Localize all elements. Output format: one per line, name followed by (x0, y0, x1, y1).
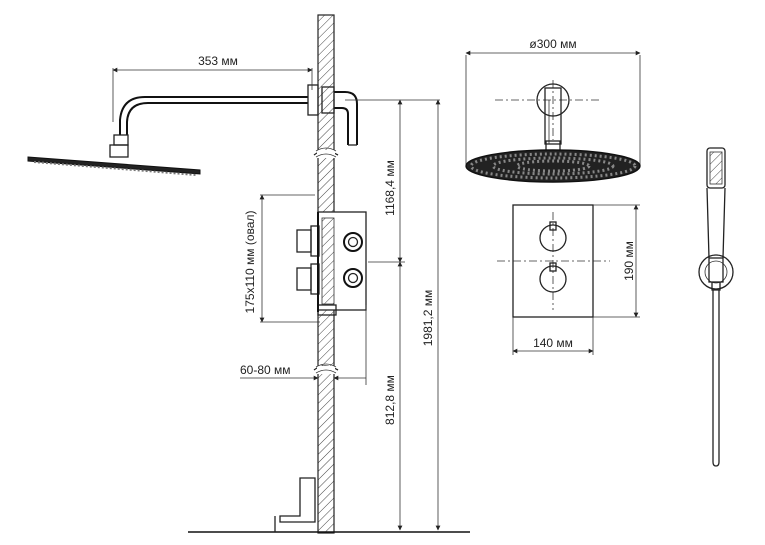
wall-depth-label: 60-80 мм (240, 363, 291, 377)
hand-shower (698, 147, 734, 467)
lower-height-label: 812,8 мм (383, 375, 397, 425)
total-height-label: 1981,2 мм (421, 290, 435, 347)
head-diameter-label: ø300 мм (529, 37, 576, 51)
concealed-box-side (296, 211, 367, 316)
dim-total-height: 1981,2 мм (421, 99, 441, 531)
arm-length-label: 353 мм (198, 54, 238, 68)
shower-head-front: ø300 мм (465, 37, 641, 183)
dim-upper-height: 1168,4 мм (345, 99, 440, 263)
upper-height-label: 1168,4 мм (383, 160, 397, 216)
water-inlet-side (321, 86, 358, 146)
dim-box-size: 175х110 мм (овал) (243, 194, 320, 323)
shower-arm-side (109, 84, 319, 158)
panel-height-label: 190 мм (622, 241, 636, 281)
shower-head-side (27, 156, 201, 176)
panel-width-label: 140 мм (533, 336, 573, 350)
dim-arm-length: 353 мм (112, 54, 313, 122)
dim-lower-height: 812,8 мм (383, 261, 403, 531)
dim-wall-depth: 60-80 мм (240, 305, 367, 385)
mixer-panel-front: 190 мм 140 мм (497, 204, 640, 355)
box-size-label: 175х110 мм (овал) (243, 211, 257, 314)
floor-bracket (274, 477, 316, 532)
